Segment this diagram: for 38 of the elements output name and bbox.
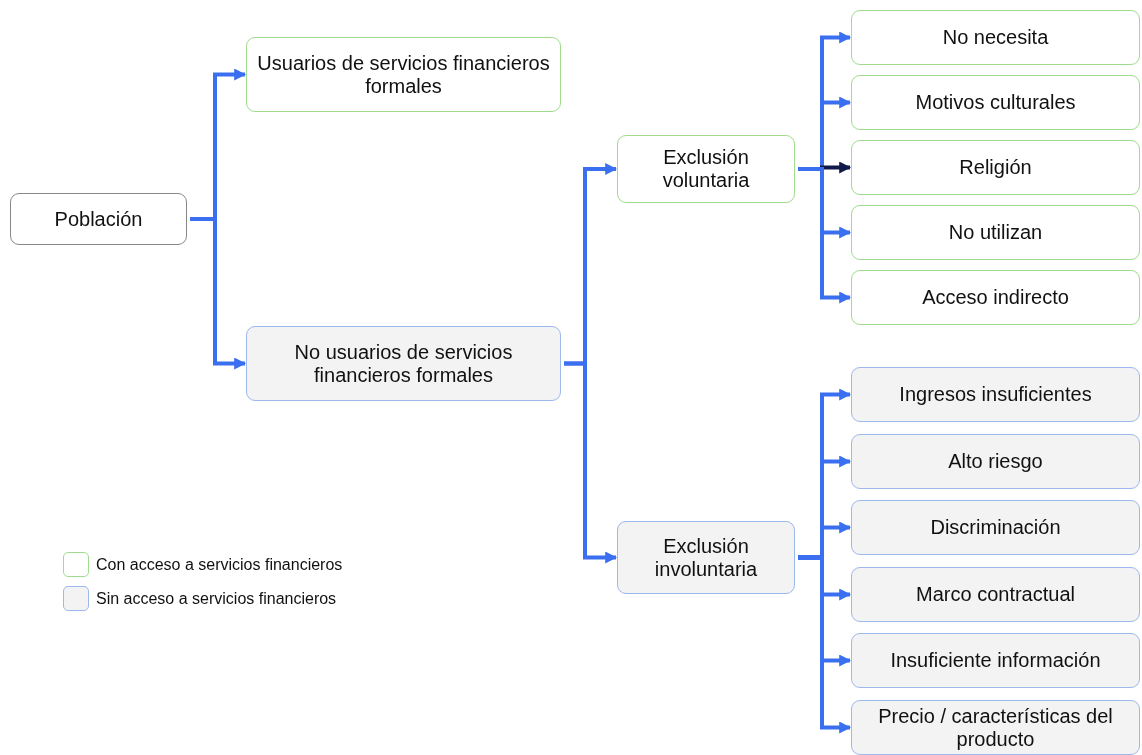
- node-label: Usuarios de servicios financieros formales: [256, 51, 551, 98]
- legend-label: Sin acceso a servicios financieros: [96, 589, 337, 608]
- node-label: Alto riesgo: [948, 450, 1043, 473]
- node-label: Población: [54, 207, 143, 231]
- node-box: [851, 434, 1140, 489]
- node-label: Motivos culturales: [915, 91, 1076, 114]
- node-box: [246, 37, 561, 112]
- arrow: [564, 361, 618, 564]
- node-label: Precio / características del producto: [877, 704, 1114, 751]
- arrow: [190, 217, 247, 370]
- node-label: Religión: [959, 156, 1032, 179]
- node-box: [851, 500, 1140, 555]
- node-label: Exclusión voluntaria: [661, 146, 751, 192]
- node-box: [851, 567, 1140, 622]
- node-box: [851, 205, 1140, 260]
- node-label: No utilizan: [948, 221, 1043, 244]
- node-label: Marco contractual: [916, 583, 1075, 606]
- node-label: Exclusión involuntaria: [653, 534, 759, 581]
- node-box: [851, 140, 1140, 195]
- arrow: [798, 555, 852, 734]
- node-label: Ingresos insuficientes: [899, 383, 1092, 406]
- node-label: Acceso indirecto: [922, 286, 1069, 309]
- node-box: [851, 367, 1140, 422]
- node-box: [851, 270, 1140, 325]
- node-box: [851, 10, 1140, 65]
- node-box: [10, 193, 187, 245]
- node-label: Discriminación: [930, 516, 1061, 539]
- node-label: Insuficiente información: [890, 649, 1101, 672]
- node-box: [851, 700, 1140, 755]
- node-box: [851, 75, 1140, 130]
- node-label: No usuarios de servicios financieros formales: [293, 340, 514, 387]
- arrow: [798, 167, 852, 304]
- node-box: [617, 521, 795, 594]
- node-box: [246, 326, 561, 401]
- node-label: No necesita: [942, 26, 1049, 49]
- node-box: [851, 633, 1140, 688]
- node-box: [617, 135, 795, 203]
- legend-label: Con acceso a servicios financieros: [96, 555, 343, 574]
